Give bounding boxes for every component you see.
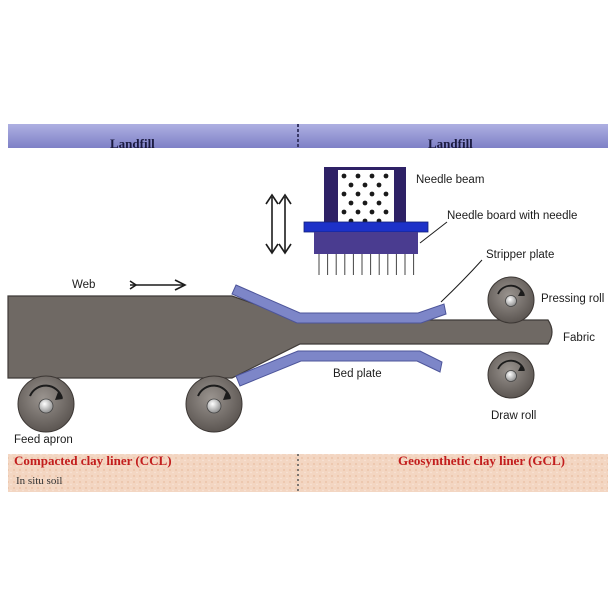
needle-beam-label: Needle beam xyxy=(416,174,484,186)
needle-board-body xyxy=(314,232,418,254)
ccl-liner-text: Compacted clay liner (CCL) xyxy=(14,453,172,468)
pressing-roll-label: Pressing roll xyxy=(541,293,604,305)
needle-beam-dot xyxy=(383,191,389,197)
needle-beam-dot xyxy=(383,173,389,179)
web-label: Web xyxy=(72,279,95,291)
bed-plate-label: Bed plate xyxy=(333,368,382,380)
needle-board xyxy=(303,221,429,233)
header-band xyxy=(8,124,608,148)
header-left-text: Landfill xyxy=(110,136,155,151)
needle-beam-dot xyxy=(355,173,361,179)
header-right-text: Landfill xyxy=(428,136,473,151)
feed-direction-arrow-icon xyxy=(129,279,187,291)
needle-beam-dot xyxy=(369,173,375,179)
needle-beam-dot xyxy=(348,200,354,206)
in-situ-soil-text: In situ soil xyxy=(16,475,62,487)
needles xyxy=(318,254,415,275)
needle-beam-dot xyxy=(348,182,354,188)
stripper-plate-label: Stripper plate xyxy=(486,249,554,261)
needle-beam-dot xyxy=(362,200,368,206)
needle-beam-dot xyxy=(369,209,375,215)
pressing-roll xyxy=(487,276,535,324)
needle-beam-dot xyxy=(369,191,375,197)
stripper-plate-leader xyxy=(440,259,483,303)
needle-beam-dots xyxy=(341,173,389,224)
needle-beam-dot xyxy=(355,191,361,197)
reciprocating-arrows-icon xyxy=(265,193,292,255)
needle-board-label: Needle board with needle xyxy=(447,210,577,222)
needle-beam-dot xyxy=(341,173,347,179)
feed-apron-roll-left xyxy=(17,375,75,433)
fabric-label: Fabric xyxy=(563,332,595,344)
needle-beam-dot xyxy=(376,200,382,206)
needle-beam xyxy=(324,167,406,228)
needle-beam-dot xyxy=(362,182,368,188)
needle-beam-dot xyxy=(341,191,347,197)
stripper-plate xyxy=(231,284,447,324)
needle-beam-dot xyxy=(383,209,389,215)
needle-beam-dot xyxy=(341,209,347,215)
needle-beam-dot xyxy=(355,209,361,215)
gcl-liner-text: Geosynthetic clay liner (GCL) xyxy=(398,453,565,468)
feed-apron-label: Feed apron xyxy=(14,434,73,446)
draw-roll-label: Draw roll xyxy=(491,410,536,422)
feed-apron-roll-right xyxy=(185,375,243,433)
bed-plate xyxy=(235,350,443,387)
needle-beam-dot xyxy=(376,182,382,188)
soil-band xyxy=(8,454,608,492)
draw-roll xyxy=(487,351,535,399)
needle-board-leader xyxy=(419,221,448,244)
